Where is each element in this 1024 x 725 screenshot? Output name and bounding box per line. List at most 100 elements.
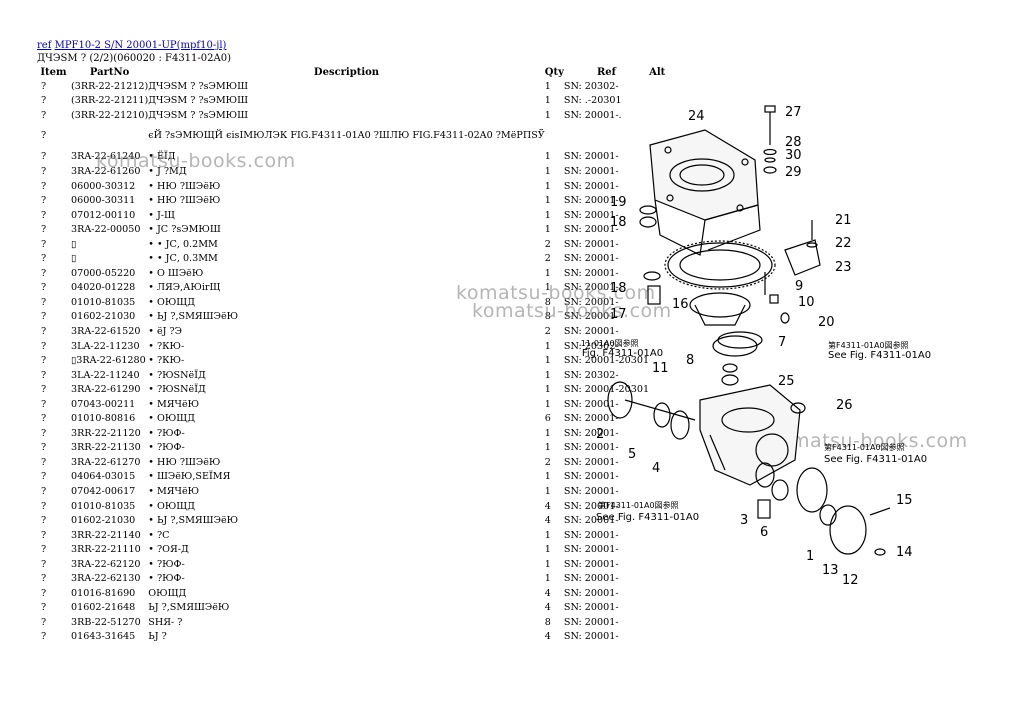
table-row: ?єЙ ?sЭМЮЩЙ єisIМЮЛЭК FIG.F4311-01A0 ?ШЛ… — [36, 123, 689, 150]
row-item: ? — [41, 209, 47, 221]
callout: 10 — [798, 295, 815, 310]
model-link[interactable]: MPF10-2 S/N 20001-UP(mpf10-jl) — [54, 40, 227, 51]
row-ref: SN: .-20301 — [563, 95, 622, 107]
row-qty: 1 — [544, 529, 551, 541]
callout: 3 — [740, 513, 748, 528]
row-description: • ?ЮЅNёЇД — [148, 369, 206, 381]
row-description: • МЯЧёЮ — [148, 485, 200, 497]
row-qty: 8 — [544, 616, 551, 628]
see-fig: See Fig. F4311-01A0 — [580, 348, 663, 359]
row-partno: 01643-31645 — [71, 631, 136, 643]
col-ref: Ref — [596, 67, 616, 78]
row-item: ? — [41, 224, 47, 236]
row-ref: SN: 20001- — [563, 180, 619, 192]
row-item: ? — [41, 80, 47, 92]
col-item: Item — [40, 67, 67, 78]
row-item: ? — [41, 427, 47, 439]
row-item: ? — [41, 602, 47, 614]
row-description: ДЧЭЅМ ? ?sЭМЮШ — [148, 80, 249, 92]
callout: 26 — [836, 398, 853, 413]
row-partno: 3LA-22-11230 — [71, 340, 140, 352]
row-partno: 04020-01228 — [71, 282, 136, 294]
row-ref: SN: 20001- — [563, 558, 619, 570]
callout-labels: 27 24 28 30 29 19 18 21 22 23 18 16 9 17… — [596, 105, 913, 588]
row-qty: 2 — [544, 456, 551, 468]
row-ref: SN: 20001-. — [563, 109, 622, 121]
row-partno: 04064-03015 — [71, 471, 136, 483]
upper-housing — [649, 129, 761, 256]
row-ref: SN: 20001- — [563, 529, 619, 541]
row-item: ? — [41, 325, 47, 337]
row-ref: SN: 20001- — [563, 282, 619, 294]
row-ref: SN: 20001- — [563, 267, 619, 279]
row-item: ? — [41, 413, 47, 425]
row-description: • МЯЧёЮ — [148, 398, 200, 410]
row-ref: SN: 20001- — [563, 224, 619, 236]
row-partno: 07012-00110 — [71, 209, 136, 221]
bracket — [784, 239, 821, 276]
row-item: ? — [41, 631, 47, 643]
row-ref: SN: 20302- — [563, 80, 619, 92]
row-qty: 1 — [544, 95, 551, 107]
callout: 28 — [785, 135, 802, 150]
row-description: • О ШЭёЮ — [148, 267, 204, 279]
see-fig: See Fig. F4311-01A0 — [824, 454, 927, 465]
row-description: • ?КЮ- — [148, 355, 185, 367]
row-ref: SN: 20001- — [563, 427, 619, 439]
col-partno: PartNo — [89, 67, 130, 78]
row-qty: 1 — [544, 340, 551, 352]
row-description: • ?ЮФ- — [148, 558, 185, 570]
row-description: • ЛЯЭ,АЮirЩ — [148, 282, 221, 294]
row-partno: 3RA-22-61520 — [71, 325, 141, 337]
row-ref: SN: 20001- — [563, 209, 619, 221]
exploded-parts-diagram: 27 24 28 30 29 19 18 21 22 23 18 16 9 17… — [580, 105, 931, 588]
row-partno: 3LA-22-11240 — [71, 369, 140, 381]
row-partno: 01016-81690 — [71, 587, 136, 599]
row-description: ОЮЩД — [148, 587, 187, 599]
o-ring — [712, 335, 758, 357]
row-qty: 1 — [544, 180, 551, 192]
row-alt — [649, 615, 689, 630]
row-alt — [649, 630, 689, 645]
see-fig-jp: 第F4311-01A0図参照 — [598, 500, 679, 510]
row-item: ? — [41, 456, 47, 468]
row-partno: (3RR-22-21211) — [71, 95, 149, 107]
row-partno: 07000-05220 — [71, 267, 136, 279]
row-qty: 1 — [544, 573, 551, 585]
col-description: Description — [313, 67, 380, 78]
row-item: ? — [41, 311, 47, 323]
row-item: ? — [41, 340, 47, 352]
row-item: ? — [41, 384, 47, 396]
ref-link[interactable]: ref — [37, 40, 52, 51]
row-qty: 1 — [544, 384, 551, 396]
row-partno: 3RA-22-62130 — [71, 573, 141, 585]
row-description: ДЧЭЅМ ? ?sЭМЮШ — [148, 109, 249, 121]
callout: 11 — [652, 361, 669, 376]
row-partno: ▯ — [71, 238, 77, 250]
row-qty: 1 — [544, 398, 551, 410]
callout: 21 — [835, 213, 852, 228]
row-item: ? — [41, 485, 47, 497]
row-ref: SN: 20302- — [563, 340, 619, 352]
row-description: • НЮ ?ШЭёЮ — [148, 456, 221, 468]
see-fig-jp: 第F4311-01A0図参照 — [580, 338, 639, 348]
row-item: ? — [41, 587, 47, 599]
row-partno — [71, 123, 148, 150]
row-partno: 3RA-22-61240 — [71, 151, 141, 163]
row-ref: SN: 20001- — [563, 616, 619, 628]
